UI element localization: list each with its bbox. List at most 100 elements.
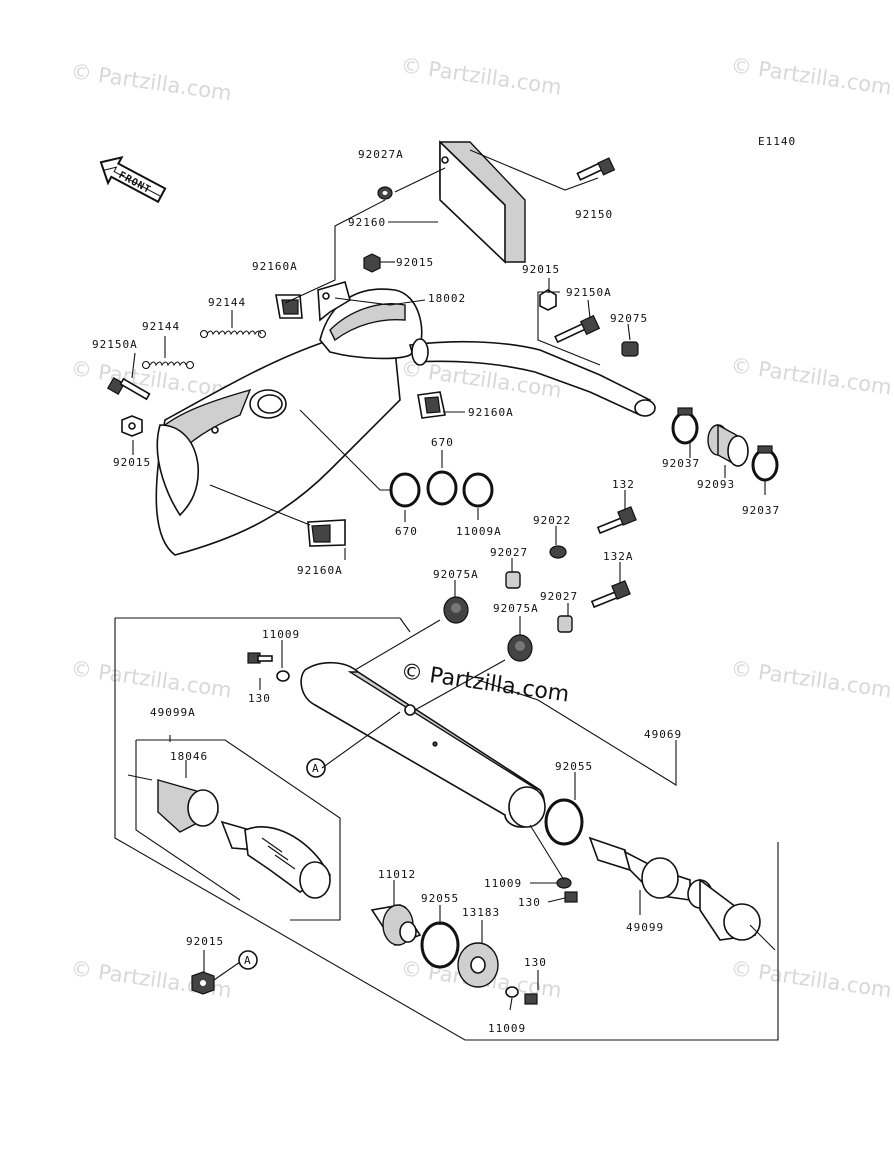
watermark: © Partzilla.com xyxy=(729,956,893,1002)
label-92015: 92015 xyxy=(186,935,224,948)
nut-92015-icon xyxy=(539,289,557,311)
watermark: © Partzilla.com xyxy=(69,656,233,702)
label-18046: 18046 xyxy=(170,750,208,763)
label-92027: 92027 xyxy=(540,590,578,603)
label-92027A: 92027A xyxy=(358,148,404,161)
label-49099A: 49099A xyxy=(150,706,196,719)
washer-92022-icon xyxy=(549,545,567,559)
nut-92015-icon xyxy=(121,415,143,437)
gasket-11009A-icon xyxy=(462,472,494,508)
leader-lines xyxy=(131,149,766,1011)
grommet-92075A-icon xyxy=(507,634,533,662)
label-11009: 11009 xyxy=(488,1022,526,1035)
bolt-92150A-icon xyxy=(106,376,151,401)
clamp-92037-icon xyxy=(751,445,779,482)
front-arrow-icon: FRONT xyxy=(99,155,167,204)
label-92160A: 92160A xyxy=(297,564,343,577)
silencer-assembly-outline xyxy=(114,617,779,1041)
label-92075A: 92075A xyxy=(493,602,539,615)
label-132: 132 xyxy=(612,478,635,491)
label-130: 130 xyxy=(524,956,547,969)
washer-92027A-icon xyxy=(377,186,393,200)
washer-11009-icon xyxy=(505,986,519,998)
washer-11009-icon xyxy=(276,670,290,682)
spring-92144-icon xyxy=(199,329,267,339)
collar-92027-icon xyxy=(557,615,573,633)
rubber-mount-92160A-icon xyxy=(275,294,303,319)
callout-A: A xyxy=(238,950,258,970)
bolt-130-icon xyxy=(524,993,538,1005)
label-18002: 18002 xyxy=(428,292,466,305)
label-49069: 49069 xyxy=(644,728,682,741)
label-92144: 92144 xyxy=(142,320,180,333)
watermark: © Partzilla.com xyxy=(729,353,893,399)
rubber-mount-92160A-icon xyxy=(417,391,446,419)
bolt-132A-icon xyxy=(590,580,631,609)
label-92037: 92037 xyxy=(742,504,780,517)
label-132A: 132A xyxy=(603,550,634,563)
bolt-132-icon xyxy=(596,506,637,535)
label-49099: 49099 xyxy=(626,921,664,934)
center-watermark: © Partzilla.com xyxy=(399,659,571,707)
watermark: © Partzilla.com xyxy=(729,656,893,702)
plate-13183-icon xyxy=(457,942,499,988)
bolt-130-icon xyxy=(564,891,578,903)
diagram-code: E1140 xyxy=(758,135,796,148)
label-92015: 92015 xyxy=(113,456,151,469)
nut-92015-icon xyxy=(191,971,215,995)
label-92022: 92022 xyxy=(533,514,571,527)
label-92055: 92055 xyxy=(555,760,593,773)
label-92075: 92075 xyxy=(610,312,648,325)
sleeve-92093-icon xyxy=(707,423,749,468)
label-92093: 92093 xyxy=(697,478,735,491)
label-92015: 92015 xyxy=(396,256,434,269)
bolt-92150-icon xyxy=(576,157,616,181)
part-labels: 92027A 92160 92150 92160A 92015 18002 92… xyxy=(92,148,780,1035)
label-670: 670 xyxy=(395,525,418,538)
insert-49099A-outline xyxy=(127,739,341,921)
bolt-92150A-icon xyxy=(554,314,601,344)
watermark: © Partzilla.com xyxy=(69,59,233,105)
rubber-mount-92160A-icon xyxy=(307,519,346,547)
silencer-body xyxy=(300,661,546,828)
gasket-92055-icon xyxy=(420,921,460,969)
label-92160A: 92160A xyxy=(468,406,514,419)
heat-shield-plate xyxy=(439,140,526,264)
label-11009: 11009 xyxy=(262,628,300,641)
label-92037: 92037 xyxy=(662,457,700,470)
callout-letter: A xyxy=(312,762,320,775)
callout-A: A xyxy=(306,758,326,778)
callout-letter: A xyxy=(244,954,252,967)
label-92150A: 92150A xyxy=(566,286,612,299)
clamp-92037-icon xyxy=(671,407,699,445)
gasket-92055-icon xyxy=(544,798,584,846)
bolt-130-icon xyxy=(247,652,273,664)
label-92075A: 92075A xyxy=(433,568,479,581)
nut-92075-icon xyxy=(621,341,639,357)
inner-pipe-49099 xyxy=(588,836,776,951)
gasket-670-icon xyxy=(426,470,458,506)
label-92160A: 92160A xyxy=(252,260,298,273)
label-92150: 92150 xyxy=(575,208,613,221)
label-92144: 92144 xyxy=(208,296,246,309)
packing-18046-icon xyxy=(157,779,220,833)
label-92160: 92160 xyxy=(348,216,386,229)
label-92015: 92015 xyxy=(522,263,560,276)
inner-pipe-49099A xyxy=(220,820,332,899)
gasket-670-icon xyxy=(389,472,421,508)
collar-92027-icon xyxy=(505,571,521,589)
label-670: 670 xyxy=(431,436,454,449)
label-13183: 13183 xyxy=(462,906,500,919)
nut-92015-icon xyxy=(363,253,381,273)
watermark: © Partzilla.com xyxy=(729,53,893,99)
label-130: 130 xyxy=(248,692,271,705)
exhaust-chamber xyxy=(155,281,656,556)
label-11009A: 11009A xyxy=(456,525,502,538)
spring-92144-icon xyxy=(141,360,195,370)
label-92027: 92027 xyxy=(490,546,528,559)
label-11012: 11012 xyxy=(378,868,416,881)
label-130: 130 xyxy=(518,896,541,909)
grommet-92075A-icon xyxy=(443,596,469,624)
label-92055: 92055 xyxy=(421,892,459,905)
